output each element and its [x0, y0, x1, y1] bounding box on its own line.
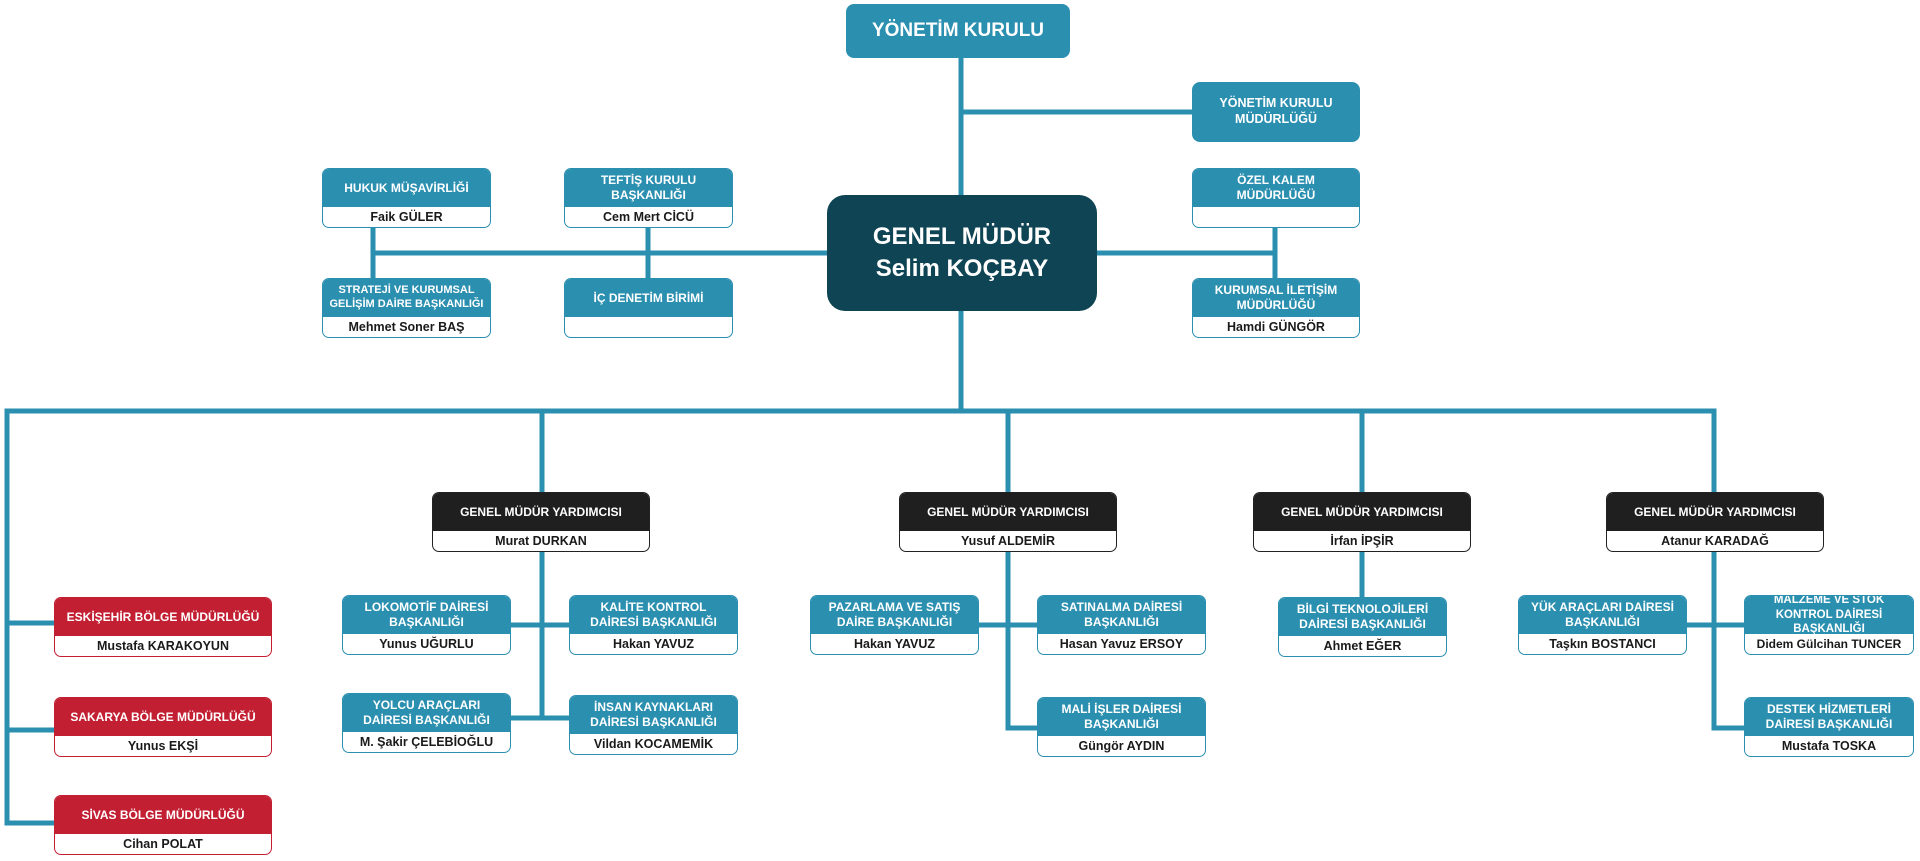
general-manager-box[interactable]: GENEL MÜDÜR Selim KOÇBAY [827, 195, 1097, 311]
advisory-unit[interactable]: TEFTİŞ KURULU BAŞKANLIĞI Cem Mert CİCÜ [564, 168, 733, 228]
deputy-name: İrfan İPŞİR [1330, 534, 1394, 548]
unit-title: STRATEJİ VE KURUMSAL GELİŞİM DAİRE BAŞKA… [323, 279, 490, 317]
department-unit[interactable]: SATINALMA DAİRESİ BAŞKANLIĞI Hasan Yavuz… [1037, 595, 1206, 655]
deputy-title: GENEL MÜDÜR YARDIMCISI [1254, 493, 1470, 531]
deputy-title: GENEL MÜDÜR YARDIMCISI [1607, 493, 1823, 531]
regional-directorate[interactable]: SİVAS BÖLGE MÜDÜRLÜĞÜ Cihan POLAT [54, 795, 272, 855]
unit-title: PAZARLAMA VE SATIŞ DAİRE BAŞKANLIĞI [811, 596, 978, 634]
advisory-unit[interactable]: HUKUK MÜŞAVİRLİĞİ Faik GÜLER [322, 168, 491, 228]
department-unit[interactable]: YOLCU ARAÇLARI DAİRESİ BAŞKANLIĞI M. Şak… [342, 693, 511, 753]
unit-title: İÇ DENETİM BİRİMİ [565, 279, 732, 317]
unit-head-name [565, 317, 732, 337]
board-office-title: YÖNETİM KURULU MÜDÜRLÜĞÜ [1219, 96, 1333, 126]
unit-title: YOLCU ARAÇLARI DAİRESİ BAŞKANLIĞI [343, 694, 510, 732]
unit-head-name: Hamdi GÜNGÖR [1227, 320, 1325, 334]
unit-title: İNSAN KAYNAKLARI DAİRESİ BAŞKANLIĞI [570, 696, 737, 734]
unit-head-name: Faik GÜLER [370, 210, 443, 224]
deputy-general-manager[interactable]: GENEL MÜDÜR YARDIMCISI İrfan İPŞİR [1253, 492, 1471, 552]
board-box[interactable]: YÖNETİM KURULU [846, 4, 1070, 58]
unit-head-name: Vildan KOCAMEMİK [593, 737, 714, 751]
unit-title: MALZEME VE STOK KONTROL DAİRESİ BAŞKANLI… [1745, 596, 1913, 635]
deputy-name: Murat DURKAN [495, 534, 587, 548]
unit-title: KURUMSAL İLETİŞİM MÜDÜRLÜĞÜ [1193, 279, 1359, 317]
advisory-unit[interactable]: ÖZEL KALEM MÜDÜRLÜĞÜ [1192, 168, 1360, 228]
unit-title: BİLGİ TEKNOLOJİLERİ DAİRESİ BAŞKANLIĞI [1279, 598, 1446, 636]
department-unit[interactable]: BİLGİ TEKNOLOJİLERİ DAİRESİ BAŞKANLIĞI A… [1278, 597, 1447, 657]
unit-head-name: Yunus UĞURLU [379, 637, 474, 651]
board-title: YÖNETİM KURULU [871, 20, 1045, 42]
unit-head-name: Cem Mert CİCÜ [603, 210, 694, 224]
board-office-box[interactable]: YÖNETİM KURULU MÜDÜRLÜĞÜ [1192, 82, 1360, 142]
advisory-unit[interactable]: KURUMSAL İLETİŞİM MÜDÜRLÜĞÜ Hamdi GÜNGÖR [1192, 278, 1360, 338]
unit-title: TEFTİŞ KURULU BAŞKANLIĞI [565, 169, 732, 207]
deputy-title: GENEL MÜDÜR YARDIMCISI [900, 493, 1116, 531]
department-unit[interactable]: PAZARLAMA VE SATIŞ DAİRE BAŞKANLIĞI Haka… [810, 595, 979, 655]
unit-head-name: Mustafa TOSKA [1781, 739, 1877, 753]
unit-title: LOKOMOTİF DAİRESİ BAŞKANLIĞI [343, 596, 510, 634]
unit-head-name: Hakan YAVUZ [612, 637, 695, 651]
department-unit[interactable]: KALİTE KONTROL DAİRESİ BAŞKANLIĞI Hakan … [569, 595, 738, 655]
regional-directorate[interactable]: ESKİŞEHİR BÖLGE MÜDÜRLÜĞÜ Mustafa KARAKO… [54, 597, 272, 657]
unit-title: HUKUK MÜŞAVİRLİĞİ [323, 169, 490, 207]
department-unit[interactable]: YÜK ARAÇLARI DAİRESİ BAŞKANLIĞI Taşkın B… [1518, 595, 1687, 655]
advisory-unit[interactable]: İÇ DENETİM BİRİMİ [564, 278, 733, 338]
general-manager-title: GENEL MÜDÜR [872, 222, 1052, 250]
unit-head-name [1193, 207, 1359, 227]
unit-head-name: Ahmet EĞER [1323, 639, 1402, 653]
department-unit[interactable]: DESTEK HİZMETLERİ DAİRESİ BAŞKANLIĞI Mus… [1744, 697, 1914, 757]
region-head-name: Yunus EKŞİ [127, 739, 199, 753]
general-manager-name: Selim KOÇBAY [875, 255, 1049, 282]
region-head-name: Mustafa KARAKOYUN [97, 639, 229, 653]
unit-head-name: Taşkın BOSTANCI [1549, 637, 1656, 651]
department-unit[interactable]: MALZEME VE STOK KONTROL DAİRESİ BAŞKANLI… [1744, 595, 1914, 655]
regional-directorate[interactable]: SAKARYA BÖLGE MÜDÜRLÜĞÜ Yunus EKŞİ [54, 697, 272, 757]
deputy-name: Yusuf ALDEMİR [961, 534, 1055, 548]
unit-head-name: Didem Gülcihan TUNCER [1756, 637, 1902, 651]
deputy-general-manager[interactable]: GENEL MÜDÜR YARDIMCISI Yusuf ALDEMİR [899, 492, 1117, 552]
unit-title: DESTEK HİZMETLERİ DAİRESİ BAŞKANLIĞI [1745, 698, 1913, 736]
unit-title: ÖZEL KALEM MÜDÜRLÜĞÜ [1193, 169, 1359, 207]
unit-head-name: Hakan YAVUZ [853, 637, 936, 651]
unit-title: SATINALMA DAİRESİ BAŞKANLIĞI [1038, 596, 1205, 634]
unit-head-name: Mehmet Soner BAŞ [348, 320, 465, 334]
unit-title: YÜK ARAÇLARI DAİRESİ BAŞKANLIĞI [1519, 596, 1686, 634]
unit-head-name: M. Şakir ÇELEBİOĞLU [359, 735, 494, 749]
region-head-name: Cihan POLAT [123, 837, 203, 851]
unit-title: MALİ İŞLER DAİRESİ BAŞKANLIĞI [1038, 698, 1205, 736]
region-title: SİVAS BÖLGE MÜDÜRLÜĞÜ [55, 796, 271, 834]
advisory-unit[interactable]: STRATEJİ VE KURUMSAL GELİŞİM DAİRE BAŞKA… [322, 278, 491, 338]
unit-title: KALİTE KONTROL DAİRESİ BAŞKANLIĞI [570, 596, 737, 634]
deputy-general-manager[interactable]: GENEL MÜDÜR YARDIMCISI Murat DURKAN [432, 492, 650, 552]
department-unit[interactable]: İNSAN KAYNAKLARI DAİRESİ BAŞKANLIĞI Vild… [569, 695, 738, 755]
deputy-title: GENEL MÜDÜR YARDIMCISI [433, 493, 649, 531]
region-title: SAKARYA BÖLGE MÜDÜRLÜĞÜ [55, 698, 271, 736]
department-unit[interactable]: MALİ İŞLER DAİRESİ BAŞKANLIĞI Güngör AYD… [1037, 697, 1206, 757]
deputy-general-manager[interactable]: GENEL MÜDÜR YARDIMCISI Atanur KARADAĞ [1606, 492, 1824, 552]
unit-head-name: Hasan Yavuz ERSOY [1059, 637, 1184, 651]
deputy-name: Atanur KARADAĞ [1661, 534, 1769, 548]
department-unit[interactable]: LOKOMOTİF DAİRESİ BAŞKANLIĞI Yunus UĞURL… [342, 595, 511, 655]
region-title: ESKİŞEHİR BÖLGE MÜDÜRLÜĞÜ [55, 598, 271, 636]
unit-head-name: Güngör AYDIN [1078, 739, 1165, 753]
